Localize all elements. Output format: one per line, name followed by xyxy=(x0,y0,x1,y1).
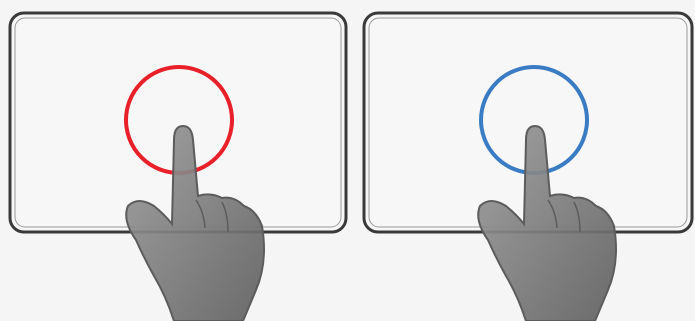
right-touch-panel xyxy=(364,13,692,321)
left-touch-panel xyxy=(10,13,346,321)
